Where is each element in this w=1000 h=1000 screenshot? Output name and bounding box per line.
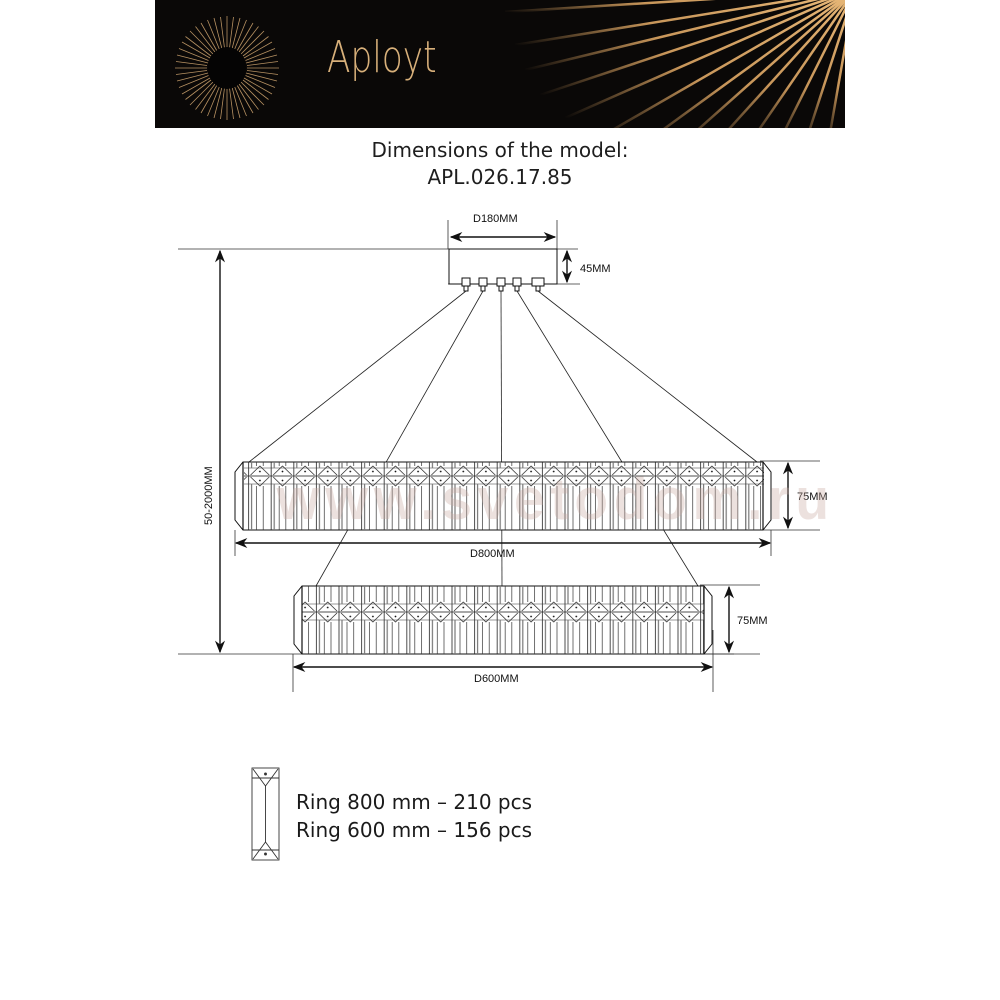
ring-800mm [234, 461, 772, 531]
legend-item-ring-600: Ring 600 mm – 156 pcs [296, 818, 533, 842]
suspension-height-label: 50-2000MM [203, 466, 215, 525]
crystal-count-legend: Ring 800 mm – 210 pcs Ring 600 mm – 156 … [296, 788, 532, 844]
ring-600mm [293, 585, 713, 655]
ring-600-diameter-label: D600MM [474, 673, 519, 685]
title-line-1: Dimensions of the model: [371, 138, 629, 162]
legend-item-ring-800: Ring 800 mm – 210 pcs [296, 790, 533, 814]
suspension-wires [248, 290, 758, 587]
sun-rays-decoration [175, 0, 845, 128]
crystal-prism-icon [251, 767, 280, 861]
model-code: APL.026.17.85 [427, 165, 573, 189]
ring-600-height-label: 75MM [737, 615, 768, 627]
canopy-diameter-label: D180MM [473, 213, 518, 225]
sun-logo-icon [175, 16, 279, 120]
brand-logo-text: Aployt [327, 32, 437, 83]
ring-800-diameter-label: D800MM [470, 548, 515, 560]
canopy-height-label: 45MM [580, 263, 611, 275]
brand-banner: Aployt [155, 0, 845, 128]
watermark: www.svetodom.ru [276, 467, 835, 532]
ring-800-height-label: 75MM [797, 491, 828, 503]
canopy [448, 248, 558, 292]
page-title: Dimensions of the model: APL.026.17.85 [0, 137, 1000, 191]
